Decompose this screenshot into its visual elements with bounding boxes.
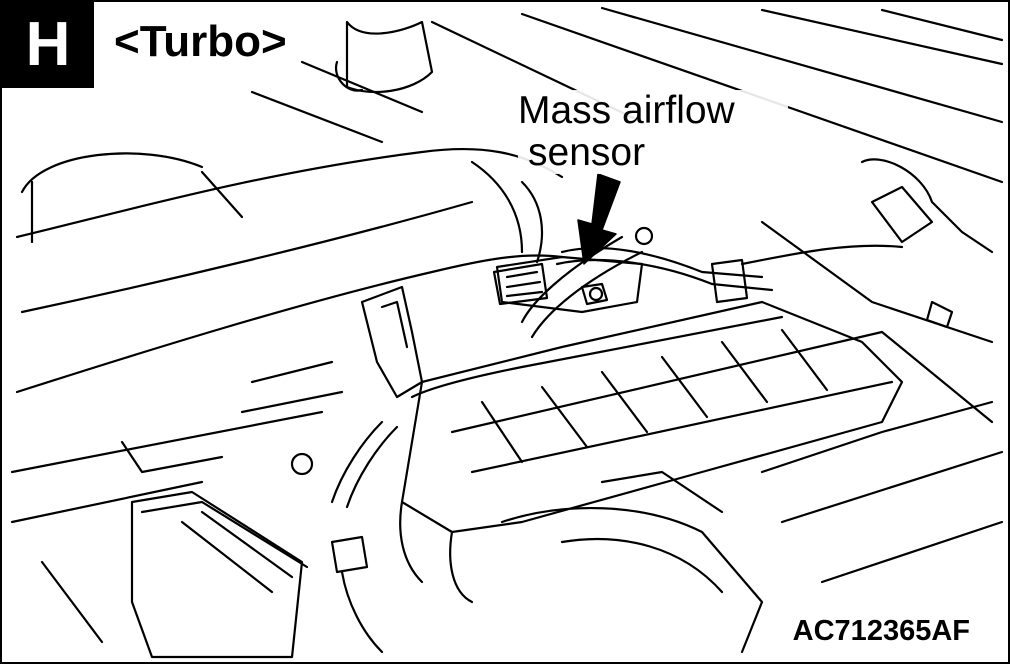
harness-clip-ring [634,226,654,246]
lower-left-line [120,440,224,474]
lower-harness-clip [330,535,369,574]
hood-line [250,90,384,144]
wire-harness [555,259,774,292]
lower-harness [340,570,384,654]
lower-left-line [10,410,324,474]
air-cleaner-rim [410,315,784,399]
lower-left-block-ridge [180,510,294,594]
lower-right-line [780,450,1004,524]
air-cleaner-rib [720,340,769,404]
hood-line [300,60,424,114]
callout-line-2: sensor [528,131,646,174]
lower-left-line [10,480,204,524]
inlet-duct [600,470,724,514]
hood-line [760,8,1004,66]
air-cleaner-rib [600,370,649,434]
air-cleaner-rib [540,385,589,449]
lower-left-block-top [140,500,309,569]
intake-pipe-coupler [520,180,544,264]
air-cleaner-rib [660,355,709,419]
air-cleaner-side [399,500,424,584]
hood-line [600,6,1004,124]
lower-left-line [40,560,104,644]
lower-left-bolt [290,452,314,476]
hood-line [880,8,1004,42]
harness-lead [520,235,624,324]
sensor-body [495,255,644,314]
sensor-connector [492,262,549,306]
figure-id: AC712365AF [788,615,974,648]
inlet-duct [560,537,724,594]
air-cleaner-side [449,530,474,604]
upper-hose [345,20,434,94]
wire-harness [560,247,764,279]
lower-left-line [240,390,344,414]
harness-lead [740,244,904,266]
right-bracket [870,185,934,244]
callout-label: Mass airflow sensor [518,90,788,174]
lower-right-line [760,400,994,474]
air-cleaner-ridge [450,330,884,434]
sensor-bolt [580,282,609,306]
housing-tab-face [380,300,409,349]
inlet-duct [500,506,764,654]
variant-label: <Turbo> [114,17,287,66]
harness-lead [530,250,644,339]
air-cleaner-ridge [470,380,894,474]
air-cleaner-rib [480,400,524,464]
fender-line [200,170,244,219]
lower-right-line [820,520,1004,584]
right-panel [760,220,994,344]
lower-left-line [250,360,334,384]
callout-line-1: Mass airflow [518,89,735,132]
sensor-bolt-head [588,286,604,302]
intake-pipe-bottom [15,254,564,394]
intake-pipe-edge [470,160,524,254]
intake-pipe-top [15,147,564,239]
section-letter-badge: H [2,2,94,88]
air-cleaner-lid [400,300,904,534]
lower-left-block [130,490,304,659]
intake-pipe-inner [20,200,474,314]
harness-clip [710,258,749,304]
air-cleaner-rib [780,328,829,392]
sensor-connector-rib [505,270,544,298]
right-bracket-bolt [925,300,954,329]
right-bracket [860,158,994,254]
upper-hose-end [334,60,364,92]
housing-tab [360,285,424,399]
fender-dome [20,152,204,194]
lower-harness [345,425,399,509]
lower-harness [330,420,384,504]
arrow-down-icon [577,173,621,265]
